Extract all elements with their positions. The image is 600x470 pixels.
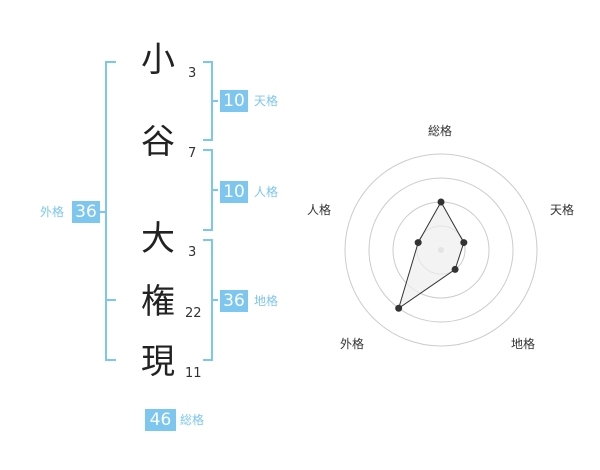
radar-axis-label-chikaku: 地格: [511, 337, 536, 351]
stroke-count-1: 3: [188, 66, 197, 81]
stroke-count-5: 11: [185, 366, 202, 381]
jinkaku-label: 人格: [254, 185, 279, 199]
soukaku-label: 総格: [180, 413, 205, 427]
radar-point: [451, 265, 459, 273]
chikaku-value-badge: 36: [220, 290, 248, 312]
radar-ring: [368, 177, 514, 323]
name-char-5: 現: [141, 342, 175, 382]
chikaku-label: 地格: [254, 294, 279, 308]
radar-point: [437, 198, 445, 206]
radar-point: [414, 239, 422, 247]
tenkaku-label: 天格: [254, 94, 279, 108]
jinkaku-value-badge: 10: [220, 181, 248, 203]
radar-point: [395, 304, 403, 312]
radar-axis-label-tenkaku: 天格: [550, 203, 575, 217]
radar-axis-label-gaikaku: 外格: [340, 337, 365, 351]
radar-ring: [344, 153, 538, 347]
gaikaku-value-badge: 36: [72, 201, 100, 223]
radar-axis-label-soukaku: 総格: [428, 124, 453, 138]
name-char-3: 大: [141, 219, 175, 259]
name-char-4: 権: [141, 282, 175, 322]
name-char-1: 小: [141, 40, 175, 80]
radar-point: [460, 239, 468, 247]
gaikaku-label: 外格: [40, 205, 65, 219]
name-char-2: 谷: [141, 122, 175, 162]
stroke-count-2: 7: [188, 146, 197, 161]
stroke-count-4: 22: [185, 306, 202, 321]
radar-polygon: [397, 200, 465, 310]
radar-points: [395, 198, 468, 312]
tenkaku-value-badge: 10: [220, 90, 248, 112]
soukaku-value-badge: 46: [145, 409, 176, 431]
stroke-count-3: 3: [188, 245, 197, 260]
radar-axis-label-jinkaku: 人格: [307, 203, 332, 217]
